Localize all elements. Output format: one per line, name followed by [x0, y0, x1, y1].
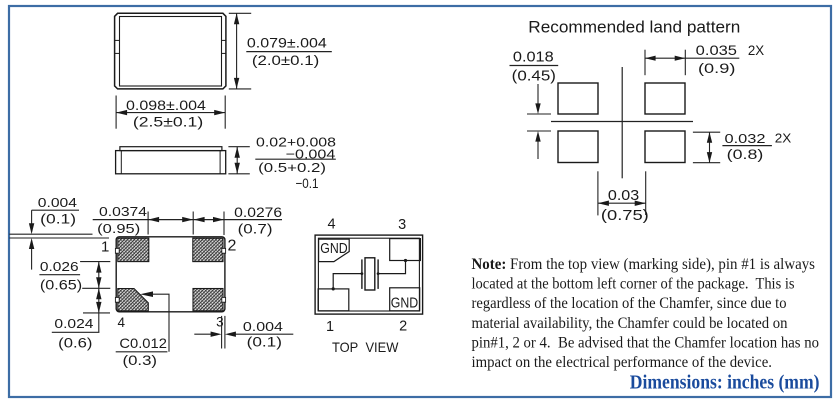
svg-text:GND: GND [391, 296, 418, 312]
svg-text:pin#1, 2 or 4. Be advised tha: pin#1, 2 or 4. Be advised that the Chamf… [472, 334, 820, 351]
svg-text:(0.7): (0.7) [238, 222, 273, 237]
svg-text:2X: 2X [748, 42, 765, 58]
svg-text:0.079±.004: 0.079±.004 [247, 36, 327, 51]
svg-text:0.032: 0.032 [725, 131, 766, 146]
svg-text:(0.65): (0.65) [40, 277, 82, 292]
svg-text:TOP VIEW: TOP VIEW [332, 339, 399, 355]
svg-text:Recommended land pattern: Recommended land pattern [528, 18, 740, 36]
svg-text:3: 3 [216, 315, 224, 330]
svg-text:−0.1: −0.1 [296, 175, 319, 191]
svg-text:4: 4 [327, 217, 335, 233]
svg-text:(2.0±0.1): (2.0±0.1) [252, 52, 319, 68]
svg-text:(0.9): (0.9) [698, 60, 735, 76]
svg-text:0.03: 0.03 [608, 187, 639, 204]
svg-text:1: 1 [101, 238, 109, 255]
svg-text:GND: GND [320, 241, 347, 257]
svg-text:Dimensions: inches (mm): Dimensions: inches (mm) [630, 372, 820, 394]
svg-text:(0.5+0.2): (0.5+0.2) [258, 160, 326, 175]
svg-text:(0.75): (0.75) [601, 207, 649, 224]
svg-text:0.0374: 0.0374 [99, 204, 147, 219]
svg-text:(0.1): (0.1) [40, 212, 76, 227]
svg-text:−0.004: −0.004 [286, 147, 336, 162]
svg-text:(2.5±0.1): (2.5±0.1) [133, 114, 203, 130]
svg-text:impact on the electrical perfo: impact on the electrical performance of … [472, 354, 773, 371]
svg-text:0.024: 0.024 [54, 317, 93, 331]
svg-text:(0.45): (0.45) [512, 68, 556, 85]
svg-text:Note: From the top view (marki: Note: From the top view (marking side), … [472, 256, 816, 273]
svg-text:0.004: 0.004 [38, 195, 77, 210]
svg-text:(0.3): (0.3) [123, 353, 158, 368]
svg-text:3: 3 [398, 217, 406, 233]
svg-text:2: 2 [399, 319, 407, 335]
svg-text:(0.6): (0.6) [58, 335, 92, 350]
svg-text:(0.1): (0.1) [247, 335, 282, 350]
svg-text:(0.95): (0.95) [97, 222, 140, 236]
svg-text:C0.012: C0.012 [119, 335, 167, 351]
svg-text:4: 4 [118, 315, 126, 330]
svg-text:located at the bottom left cor: located at the bottom left corner of the… [472, 276, 795, 293]
svg-text:0.018: 0.018 [513, 49, 554, 66]
svg-text:(0.8): (0.8) [727, 147, 764, 162]
svg-text:0.02+0.008: 0.02+0.008 [256, 134, 336, 149]
svg-text:0.026: 0.026 [40, 260, 79, 274]
svg-text:0.004: 0.004 [243, 319, 283, 334]
svg-text:0.098±.004: 0.098±.004 [126, 97, 206, 113]
svg-text:regardless of the location of: regardless of the location of the Chamfe… [472, 295, 787, 312]
svg-text:2X: 2X [775, 130, 792, 145]
svg-text:2: 2 [228, 237, 237, 254]
svg-text:0.035: 0.035 [696, 42, 738, 58]
svg-text:material availability, the Cha: material availability, the Chamfer could… [472, 315, 788, 332]
svg-text:0.0276: 0.0276 [234, 205, 282, 220]
svg-text:1: 1 [326, 319, 334, 335]
